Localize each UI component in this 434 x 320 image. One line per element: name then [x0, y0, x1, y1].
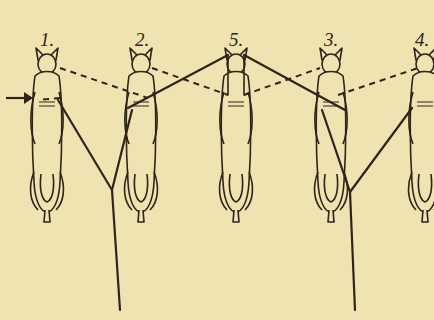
trace [58, 100, 120, 310]
dashed-line [338, 68, 418, 95]
dog [31, 48, 64, 222]
traces [58, 55, 412, 310]
callout-number: 5. [229, 30, 243, 49]
gangline [128, 55, 345, 110]
dog [125, 48, 158, 222]
callout-number: 2. [135, 30, 149, 49]
callout-number: 4. [415, 30, 429, 49]
trace [350, 108, 412, 192]
callout-number: 1. [40, 30, 54, 49]
trace [322, 110, 355, 310]
dog [220, 48, 253, 222]
dashed-line [244, 68, 320, 95]
trace [112, 110, 132, 190]
dogs [31, 48, 434, 222]
arrow-head [24, 92, 33, 104]
arrow-shaft [6, 97, 26, 99]
dashed-line [60, 68, 148, 98]
pointer-arrow [6, 92, 33, 104]
dashed-line [152, 68, 228, 95]
callout-number: 3. [324, 30, 338, 49]
dashed-line [38, 98, 60, 100]
necklines-dashed [38, 68, 418, 100]
dog [409, 48, 434, 222]
neckline [228, 55, 244, 95]
